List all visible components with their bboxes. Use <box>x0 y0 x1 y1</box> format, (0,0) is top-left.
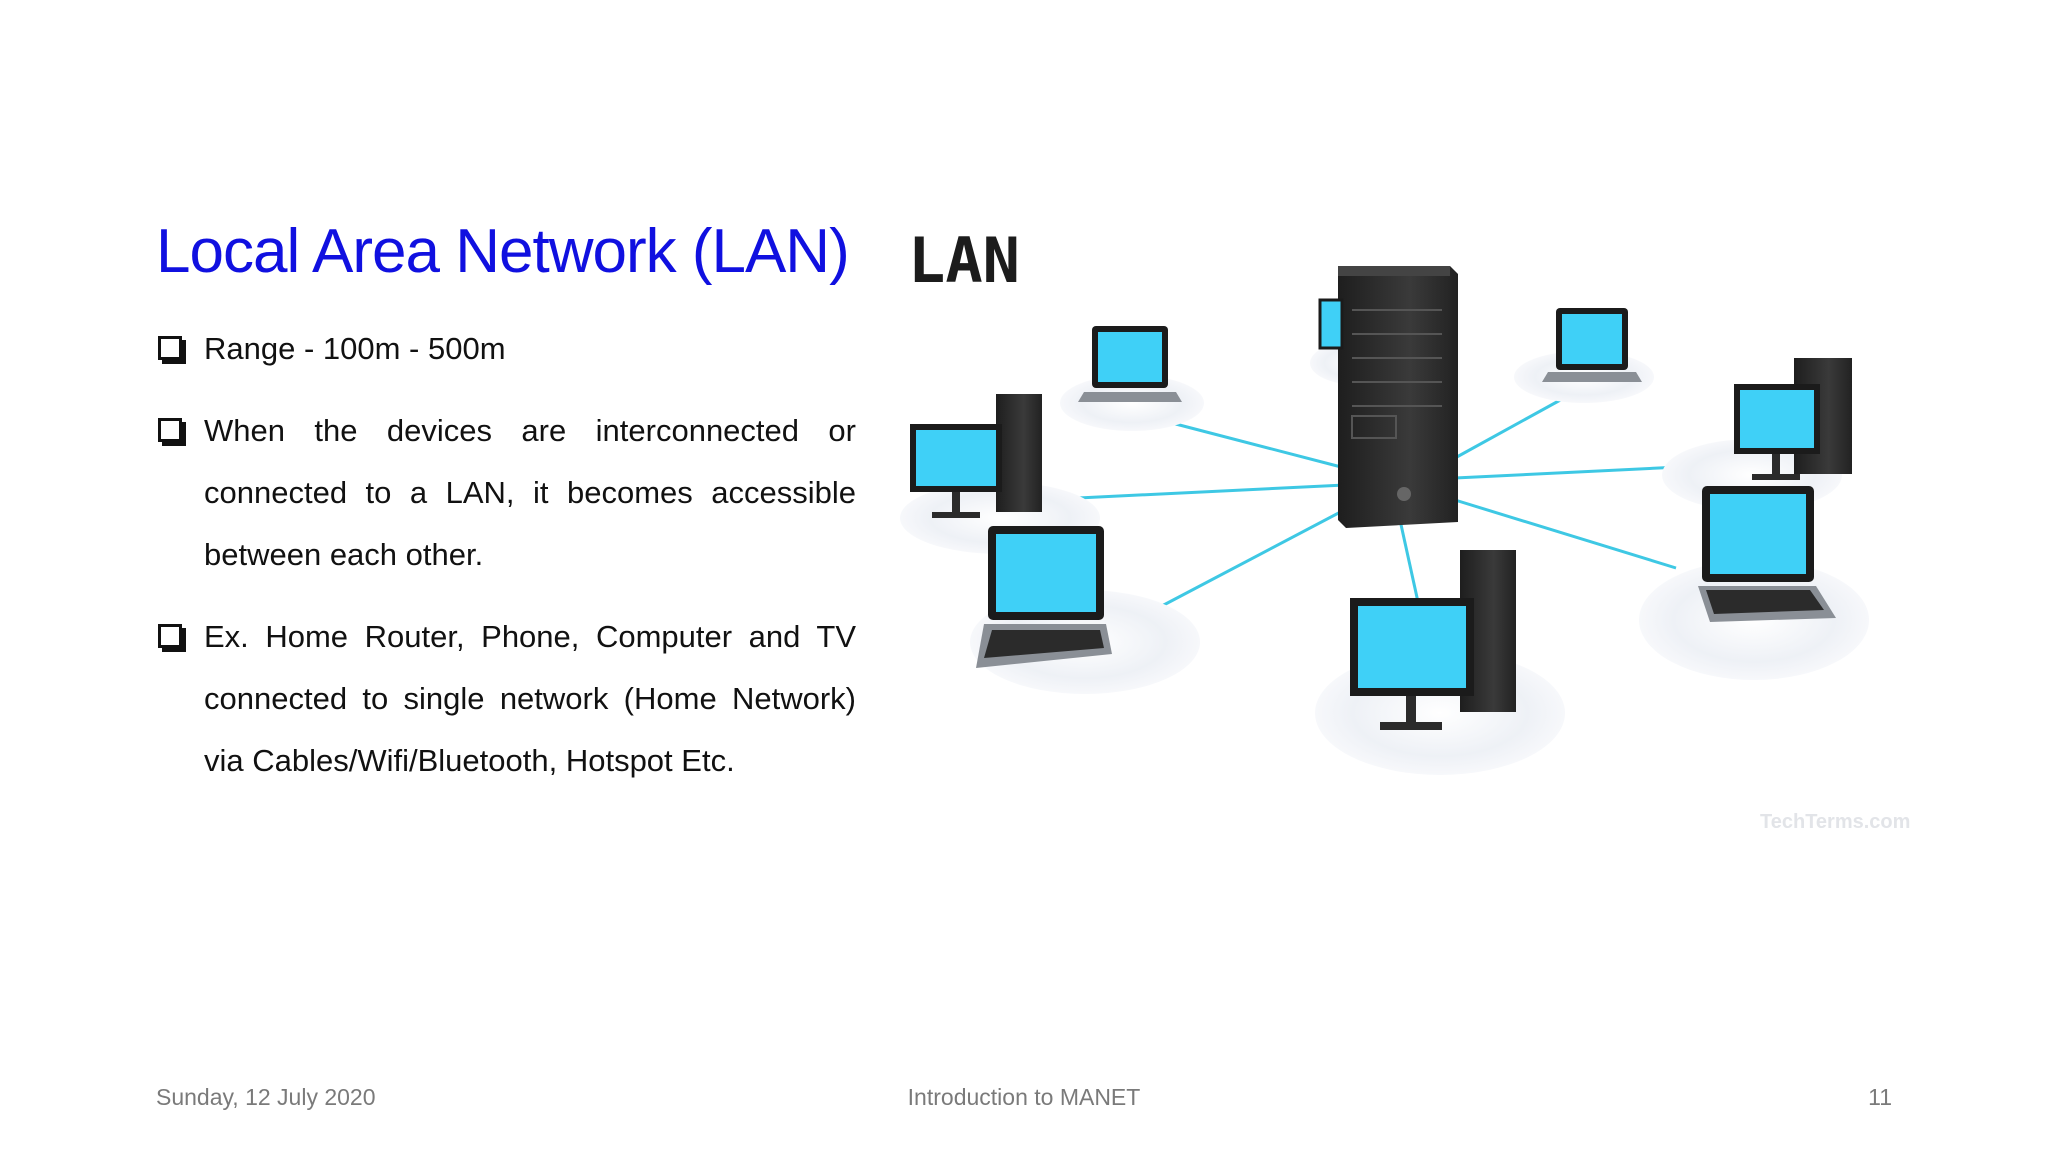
checkbox-icon <box>158 336 182 360</box>
bullet-text: Range - 100m - 500m <box>204 331 506 366</box>
desktop-computer-icon <box>1734 358 1852 480</box>
link-line <box>1454 464 1701 480</box>
link-line <box>1157 506 1349 610</box>
bullet-item: Range - 100m - 500m <box>156 318 856 380</box>
link-line <box>1398 519 1420 603</box>
footer-page-number: 11 <box>1868 1084 1892 1110</box>
checkbox-icon <box>158 418 182 442</box>
laptop-icon <box>1078 326 1182 402</box>
bullet-item: When the devices are interconnected or c… <box>156 400 856 586</box>
server-tower-icon <box>1338 266 1458 528</box>
link-line <box>1454 396 1565 460</box>
bullet-item: Ex. Home Router, Phone, Computer and TV … <box>156 606 856 792</box>
desktop-computer-icon <box>1350 550 1516 730</box>
footer-date: Sunday, 12 July 2020 <box>156 1084 376 1110</box>
footer-presentation-title: Introduction to MANET <box>907 1084 1141 1110</box>
network-links <box>1077 396 1701 610</box>
bullet-text: Ex. Home Router, Phone, Computer and TV … <box>204 619 856 778</box>
checkbox-icon <box>158 624 182 648</box>
link-line <box>1077 483 1346 500</box>
bullet-list: Range - 100m - 500m When the devices are… <box>156 318 856 812</box>
link-line <box>1454 498 1677 570</box>
bullet-text: When the devices are interconnected or c… <box>204 413 856 572</box>
link-line <box>1167 420 1346 470</box>
lan-diagram: LAN <box>900 224 1910 833</box>
figure-heading: LAN <box>908 224 1020 297</box>
desktop-computer-icon <box>910 394 1042 518</box>
laptop-icon <box>976 526 1112 668</box>
laptop-icon <box>1542 308 1642 382</box>
laptop-icon <box>1698 486 1836 622</box>
desktop-computer-icon <box>1318 298 1344 350</box>
watermark-text: TechTerms.com <box>1760 811 1910 833</box>
slide-title: Local Area Network (LAN) <box>156 217 850 286</box>
